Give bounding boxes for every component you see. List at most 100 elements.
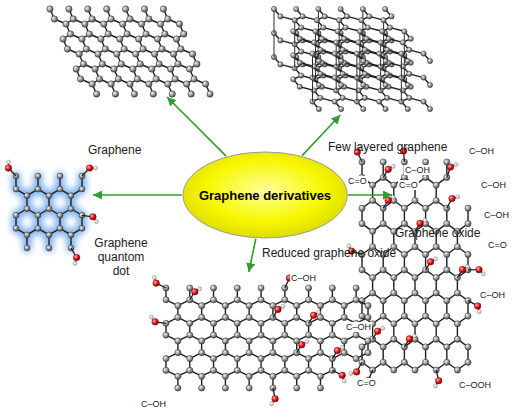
carbon-atom [188, 91, 194, 97]
carbon-atom [318, 71, 323, 76]
carbon-atom [299, 73, 304, 78]
hydrogen-atom [73, 261, 77, 265]
carbon-atom [234, 332, 240, 338]
carbon-atom [153, 76, 159, 82]
reduced-graphene-oxide-flake [149, 274, 371, 406]
carbon-atom [199, 303, 205, 309]
carbon-atom [35, 173, 41, 179]
carbon-atom [332, 75, 337, 80]
carbon-atom [278, 62, 283, 67]
carbon-atom [160, 6, 166, 12]
carbon-atom [175, 61, 181, 67]
carbon-atom [258, 297, 264, 303]
carbon-atom [344, 14, 349, 19]
carbon-atom [146, 16, 152, 22]
functional-group [82, 214, 98, 224]
carbon-atom [412, 321, 418, 327]
oxygen-groups [347, 144, 485, 387]
oxygen-atom [447, 164, 454, 171]
carbon-atom [386, 36, 391, 41]
carbon-atom [318, 47, 323, 52]
functional-group [373, 326, 385, 339]
carbon-atom [159, 46, 165, 52]
carbon-atom [175, 314, 181, 320]
carbon-atom [332, 99, 337, 104]
carbon-atom [305, 355, 311, 361]
carbon-atom [402, 29, 407, 34]
group-label: C=O [347, 176, 368, 186]
carbon-atom [165, 16, 171, 22]
carbon-atom [157, 21, 163, 27]
carbon-atom [111, 66, 117, 72]
carbon-atom [210, 297, 216, 303]
carbon-atom [361, 58, 366, 63]
carbon-atom [187, 367, 193, 373]
carbon-atom [401, 313, 407, 319]
carbon-atom [421, 99, 426, 104]
carbon-atom [401, 251, 407, 257]
carbon-bonds [274, 33, 430, 85]
carbon-atom [405, 58, 410, 63]
hydrogen-atom [454, 163, 458, 167]
hydrogen-atom [391, 195, 395, 199]
carbon-atom [412, 290, 418, 296]
carbon-atom [105, 31, 111, 37]
carbon-atom [294, 314, 300, 320]
carbon-atom [46, 193, 52, 199]
carbon-atom [311, 40, 316, 45]
carbon-atom [234, 367, 240, 373]
carbon-atom [35, 212, 41, 218]
carbon-atom [291, 53, 296, 58]
hydrogen-atom [342, 379, 346, 383]
carbon-atom [187, 332, 193, 338]
carbon-atom [222, 314, 228, 320]
carbon-atom [199, 385, 205, 391]
carbon-atom [454, 336, 460, 342]
carbon-atom [317, 338, 323, 344]
center-title: Graphene derivatives [199, 188, 331, 203]
interlayer-lines [274, 9, 404, 78]
carbon-atom [339, 58, 344, 63]
carbon-atom [170, 51, 176, 57]
carbon-atom [359, 267, 365, 273]
carbon-atom [423, 359, 429, 365]
carbon-atom [24, 206, 30, 212]
derivative-figure: Reduced graphene oxide [140, 272, 380, 412]
carbon-atom [389, 14, 394, 19]
functional-group [5, 160, 16, 176]
functional-group [426, 257, 438, 270]
carbon-atom [465, 359, 471, 365]
carbon-atom [444, 267, 450, 273]
carbon-atom [353, 285, 359, 291]
functional-group [309, 310, 321, 323]
carbon-atom [433, 336, 439, 342]
carbon-atoms [271, 30, 432, 87]
hydrogen-atom [434, 384, 438, 388]
functional-group [447, 163, 458, 178]
carbon-atom [360, 6, 365, 11]
carbon-atom [423, 205, 429, 211]
oxygen-groups [149, 274, 346, 406]
carbon-atom [258, 285, 264, 291]
carbon-bonds [274, 57, 430, 109]
carbon-atom [187, 355, 193, 361]
carbon-atom [377, 75, 382, 80]
carbon-atom [313, 29, 318, 34]
hydrogen-atom [465, 265, 469, 269]
group-label: C=O [487, 240, 508, 250]
carbon-atom [319, 36, 324, 41]
derivative-name: Graphene [88, 143, 141, 157]
interlayer-line [356, 78, 357, 102]
carbon-atom [421, 51, 426, 56]
carbon-atom [282, 297, 288, 303]
carbon-atom [173, 36, 179, 42]
carbon-atom [154, 36, 160, 42]
carbon-atom [343, 25, 348, 30]
carbon-atom [454, 244, 460, 250]
carbon-atom [316, 82, 321, 87]
carbon-atom [207, 91, 213, 97]
carbon-atom [297, 60, 302, 65]
derivative-figure: Few layered graphene [268, 5, 433, 115]
carbon-atom [316, 58, 321, 63]
carbon-atom [412, 197, 418, 203]
